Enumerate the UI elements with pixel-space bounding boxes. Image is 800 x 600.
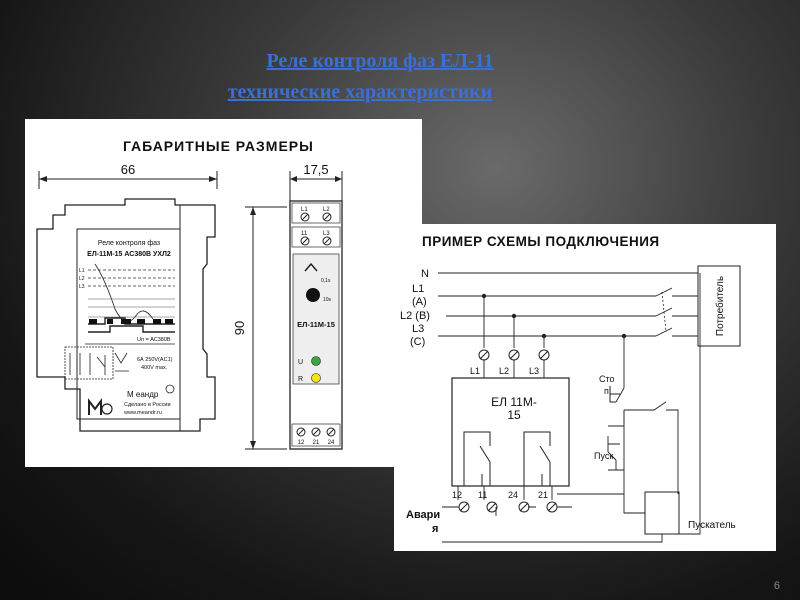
line-l3-label: L3 — [412, 323, 424, 335]
terminal-screw-icon — [300, 236, 332, 246]
front-title-line2: ЕЛ-11М-15 АС380В УХЛ2 — [87, 251, 171, 258]
terminal-l2-label: L2 — [499, 366, 509, 376]
terminal-l1-label: L1 — [470, 366, 480, 376]
depth-label: 17,5 — [303, 162, 328, 177]
front-brand: М еандр — [127, 390, 159, 399]
relay-contact-group-2 — [523, 431, 551, 486]
side-model-label: ЕЛ-11М-15 — [297, 320, 335, 329]
side-terminal-21: 21 — [313, 440, 320, 446]
relay-front-outline — [36, 198, 216, 432]
relay-led-icon — [311, 373, 321, 383]
knob-label-max: 10s — [323, 297, 332, 303]
led-u-label: U — [298, 359, 303, 366]
stop-button-contact — [610, 374, 625, 424]
wiring-diagram: ПРИМЕР СХЕМЫ ПОДКЛЮЧЕНИЯ N L1 (А) L2 (В)… — [400, 234, 741, 543]
meander-logo-icon — [304, 262, 318, 272]
slide-title-line2: технические характеристики — [227, 81, 493, 103]
terminal-11-label: 11 — [478, 490, 487, 500]
front-made-in: Сделано в России — [124, 402, 171, 408]
line-l1-alt-label: (А) — [412, 296, 427, 308]
terminal-screw-icon — [300, 212, 332, 222]
start-button-contact — [607, 425, 624, 471]
led-r-label: R — [298, 376, 303, 383]
front-supply-label: Uп = АС380В — [137, 337, 171, 343]
slide-title-line1: Реле контроля фаз ЕЛ-11 — [266, 50, 494, 72]
starter-coil-box — [644, 491, 680, 535]
alarm-label-line1: Авари — [406, 509, 440, 521]
dimensions-drawing: ГАБАРИТНЫЕ РАЗМЕРЫ 66 17,5 90 Реле контр… — [36, 138, 343, 450]
phase-label-l1: L1 — [79, 268, 85, 274]
side-terminal-l2: L2 — [323, 207, 330, 213]
front-label-area — [76, 228, 181, 420]
certification-mark-icon — [165, 384, 175, 394]
wiring-panel: ПРИМЕР СХЕМЫ ПОДКЛЮЧЕНИЯ N L1 (А) L2 (В)… — [394, 224, 776, 551]
line-l3-alt-label: (С) — [410, 336, 425, 348]
dimensions-panel: ГАБАРИТНЫЕ РАЗМЕРЫ 66 17,5 90 Реле контр… — [25, 119, 422, 467]
relay-contact-group-1 — [463, 431, 491, 486]
line-n-label: N — [421, 268, 429, 280]
height-label: 90 — [232, 321, 247, 335]
consumer-label: Потребитель — [714, 276, 726, 336]
width-label: 66 — [121, 162, 135, 177]
front-website: www.meandr.ru — [123, 410, 162, 416]
starter-main-contacts — [655, 287, 698, 337]
alarm-label-line2: я — [432, 523, 438, 535]
slide-page-number: 6 — [773, 580, 780, 592]
side-terminal-l1: L1 — [301, 207, 308, 213]
meander-logo-icon — [88, 398, 113, 415]
terminal-screw-icon — [296, 427, 336, 437]
line-l2-label: L2 (В) — [400, 310, 430, 322]
side-terminal-11: 11 — [301, 231, 308, 237]
start-label: Пуск — [594, 451, 613, 461]
terminal-l3-label: L3 — [529, 366, 539, 376]
starter-holding-contact — [666, 409, 679, 494]
time-delay-knob-icon — [306, 288, 320, 302]
consumer-box — [697, 265, 741, 347]
relay-name-line1: ЕЛ 11М- — [491, 395, 537, 409]
side-terminal-12: 12 — [298, 440, 305, 446]
front-rating-line1: 6А 250V(AC1) — [137, 357, 173, 363]
power-led-icon — [311, 356, 321, 366]
terminal-12-label: 12 — [452, 490, 462, 500]
terminal-24-label: 24 — [508, 490, 518, 500]
knob-label-min: 0,1s — [321, 278, 331, 284]
relay-input-terminal-icon — [478, 349, 550, 361]
stop-label-line1: Сто — [599, 374, 615, 384]
starter-label: Пускатель — [688, 520, 736, 531]
front-rating-line2: 400V max. — [141, 365, 168, 371]
wiring-heading: ПРИМЕР СХЕМЫ ПОДКЛЮЧЕНИЯ — [422, 234, 660, 249]
line-l1-label: L1 — [412, 283, 424, 295]
phase-label-l3: L3 — [79, 284, 85, 290]
terminal-21-label: 21 — [538, 490, 548, 500]
stop-label-line2: п — [604, 386, 609, 396]
front-title-line1: Реле контроля фаз — [98, 240, 160, 247]
phase-label-l2: L2 — [79, 276, 85, 282]
side-terminal-24: 24 — [328, 440, 335, 446]
relay-name-line2: 15 — [507, 408, 521, 422]
dimensions-heading: ГАБАРИТНЫЕ РАЗМЕРЫ — [123, 138, 314, 154]
side-terminal-l3: L3 — [323, 231, 330, 237]
relay-output-terminal-icon — [458, 501, 558, 513]
relay-box — [451, 377, 570, 487]
